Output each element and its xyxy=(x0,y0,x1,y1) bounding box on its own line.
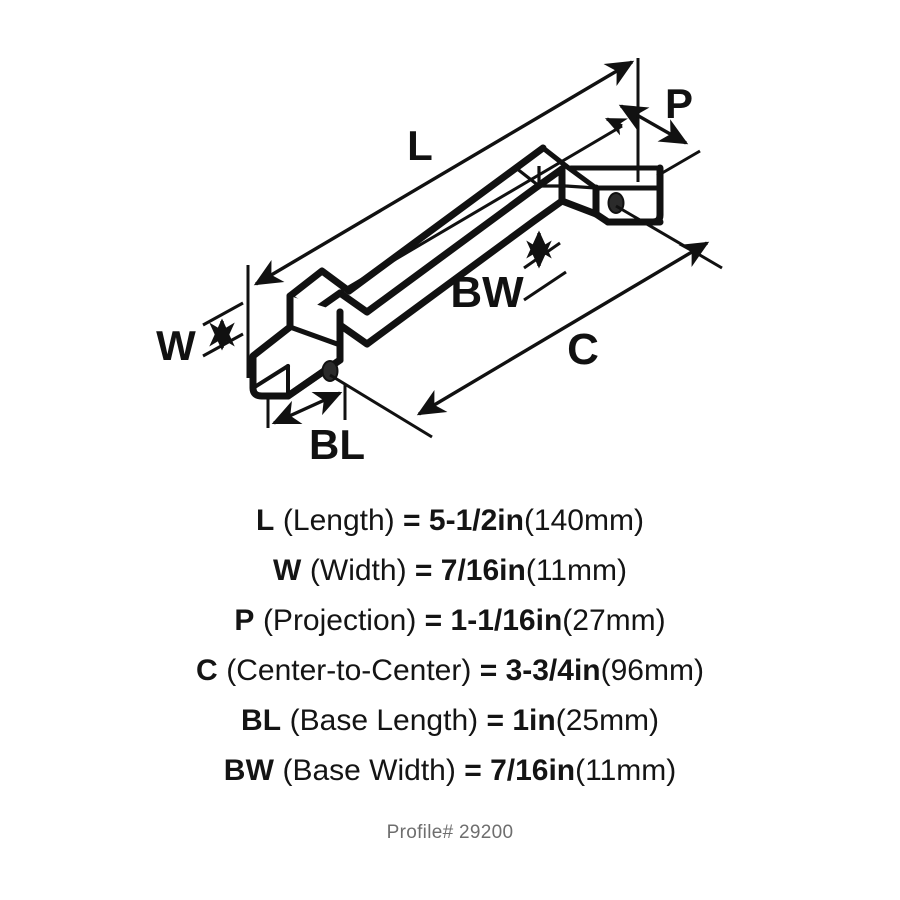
spec-name-width: (Width) xyxy=(309,554,407,587)
left-post-bottom-left-edge xyxy=(251,364,290,390)
projection-extension-line xyxy=(656,149,701,178)
center-extension-left xyxy=(329,373,433,439)
base-width-extension-bottom xyxy=(523,270,567,302)
dimension-center-to-center: C xyxy=(329,204,723,439)
spec-equals-center-to-center: = xyxy=(479,654,498,687)
spec-metric-length: (140mm) xyxy=(523,504,644,537)
label-base-length: BL xyxy=(309,421,365,468)
label-projection: P xyxy=(665,80,693,127)
length-leader-arrow xyxy=(604,117,628,136)
spec-code-width: W xyxy=(273,554,302,587)
product-drawing: L P W BL xyxy=(156,58,723,468)
spec-imperial-base-width: 7/16in xyxy=(490,754,576,787)
spec-row-width: W (Width) = 7/16in(11mm) xyxy=(0,546,900,596)
right-post-inner-seam xyxy=(565,184,597,190)
spec-equals-base-length: = xyxy=(486,704,504,737)
spec-name-base-length: (Base Length) xyxy=(289,704,479,737)
spec-row-length: L (Length) = 5-1/2in(140mm) xyxy=(0,496,900,546)
spec-equals-base-width: = xyxy=(464,754,482,787)
dimension-base-width: BW xyxy=(450,230,567,317)
spec-equals-width: = xyxy=(414,554,433,587)
spec-code-base-width: BW xyxy=(223,754,275,787)
length-dimension-line xyxy=(253,60,635,286)
spec-row-center-to-center: C (Center-to-Center) = 3-3/4in(96mm) xyxy=(0,646,900,696)
base-width-extension-top xyxy=(523,241,561,270)
base-length-dimension-line xyxy=(271,391,343,425)
dimension-base-length: BL xyxy=(266,385,365,468)
spec-row-base-width: BW (Base Width) = 7/16in(11mm) xyxy=(0,746,900,796)
spec-code-center-to-center: C xyxy=(196,654,218,687)
spec-metric-base-width: (11mm) xyxy=(575,754,677,787)
spec-code-base-length: BL xyxy=(240,704,282,737)
label-center-to-center: C xyxy=(567,325,599,374)
spec-metric-width: (11mm) xyxy=(525,554,627,587)
projection-dimension-line xyxy=(618,104,689,145)
spec-code-projection: P xyxy=(234,604,255,637)
dimension-width: W xyxy=(156,301,244,369)
drawing-canvas: L P W BL xyxy=(156,58,723,468)
left-post-top-left-edge xyxy=(250,324,293,359)
dimension-projection: P xyxy=(618,80,701,178)
label-length: L xyxy=(407,122,433,169)
specification-list: L (Length) = 5-1/2in(140mm) W (Width) = … xyxy=(0,496,900,796)
spec-row-projection: P (Projection) = 1-1/16in(27mm) xyxy=(0,596,900,646)
left-post-top-edge xyxy=(287,324,343,348)
spec-imperial-center-to-center: 3-3/4in xyxy=(505,654,601,687)
label-base-width: BW xyxy=(450,268,524,317)
spec-imperial-projection: 1-1/16in xyxy=(450,604,563,637)
spec-name-base-width: (Base Width) xyxy=(282,754,456,787)
spec-metric-projection: (27mm) xyxy=(562,604,666,637)
label-width: W xyxy=(156,322,196,369)
spec-code-length: L xyxy=(256,504,275,537)
spec-imperial-length: 5-1/2in xyxy=(428,504,524,537)
spec-name-projection: (Projection) xyxy=(262,604,417,637)
spec-name-center-to-center: (Center-to-Center) xyxy=(226,654,472,687)
dimension-length: L xyxy=(246,58,640,378)
spec-row-base-length: BL (Base Length) = 1in(25mm) xyxy=(0,696,900,746)
spec-equals-length: = xyxy=(403,504,421,537)
spec-imperial-width: 7/16in xyxy=(440,554,526,587)
profile-number: Profile# 29200 xyxy=(386,822,514,843)
spec-metric-base-length: (25mm) xyxy=(555,704,660,737)
spec-imperial-base-length: 1in xyxy=(512,704,556,737)
spec-metric-center-to-center: (96mm) xyxy=(600,654,704,687)
spec-name-length: (Length) xyxy=(282,504,395,537)
spec-equals-projection: = xyxy=(424,604,443,637)
length-reference-line xyxy=(339,124,623,294)
center-dimension-line xyxy=(416,241,710,416)
center-extension-right xyxy=(615,204,723,270)
